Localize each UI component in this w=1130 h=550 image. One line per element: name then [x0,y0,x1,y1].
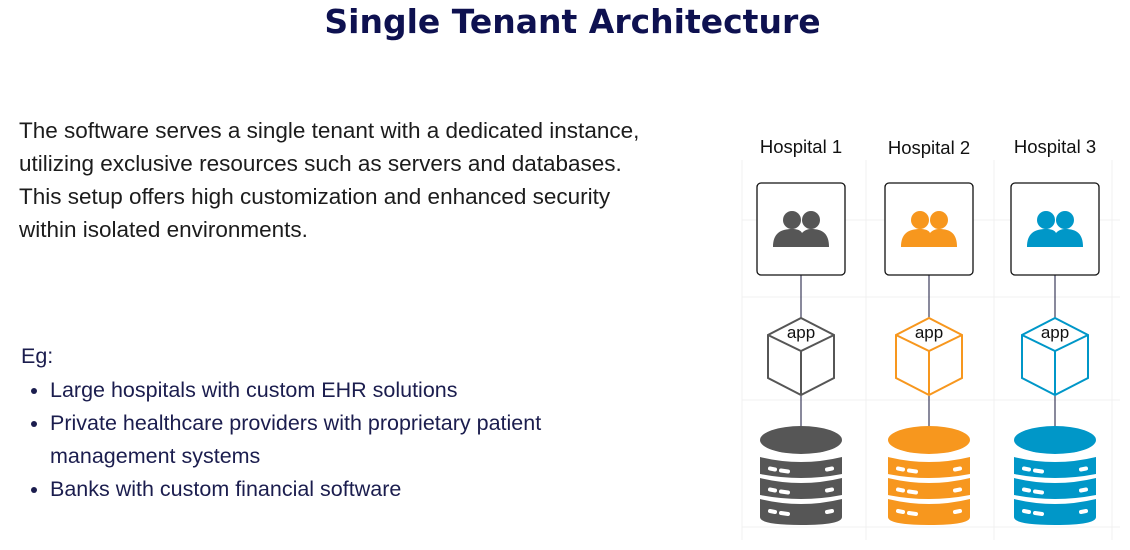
tenant-users-box [884,182,974,276]
users-icon [1027,211,1083,247]
tenant-column: Hospital 3 app [1010,136,1100,525]
example-item: Large hospitals with custom EHR solution… [22,374,610,407]
database-icon [760,426,842,525]
app-label: app [915,323,943,342]
page-title: Single Tenant Architecture [324,2,821,41]
tenant-column: Hospital 1 app [756,136,846,525]
description: The software serves a single tenant with… [19,118,640,242]
tenant-users-box [756,182,846,276]
users-icon [773,211,829,247]
app-cube-icon [1021,316,1089,397]
app-label: app [787,323,815,342]
app-label: app [1041,323,1069,342]
app-cube-icon [767,316,835,397]
tenant-users-box [1010,182,1100,276]
tenant-label: Hospital 1 [760,136,842,157]
app-cube-icon [895,316,963,397]
database-icon [1014,426,1096,525]
tenant-label: Hospital 3 [1014,136,1096,157]
examples-label: Eg: [21,344,54,368]
example-item: Banks with custom financial software [22,473,610,506]
example-item: Private healthcare providers with propri… [22,407,610,473]
database-icon [888,426,970,525]
examples-list: Large hospitals with custom EHR solution… [22,374,610,506]
background-grid [741,160,1120,540]
users-icon [901,211,957,247]
tenant-label: Hospital 2 [888,137,970,158]
tenant-column: Hospital 2 app [884,137,974,525]
